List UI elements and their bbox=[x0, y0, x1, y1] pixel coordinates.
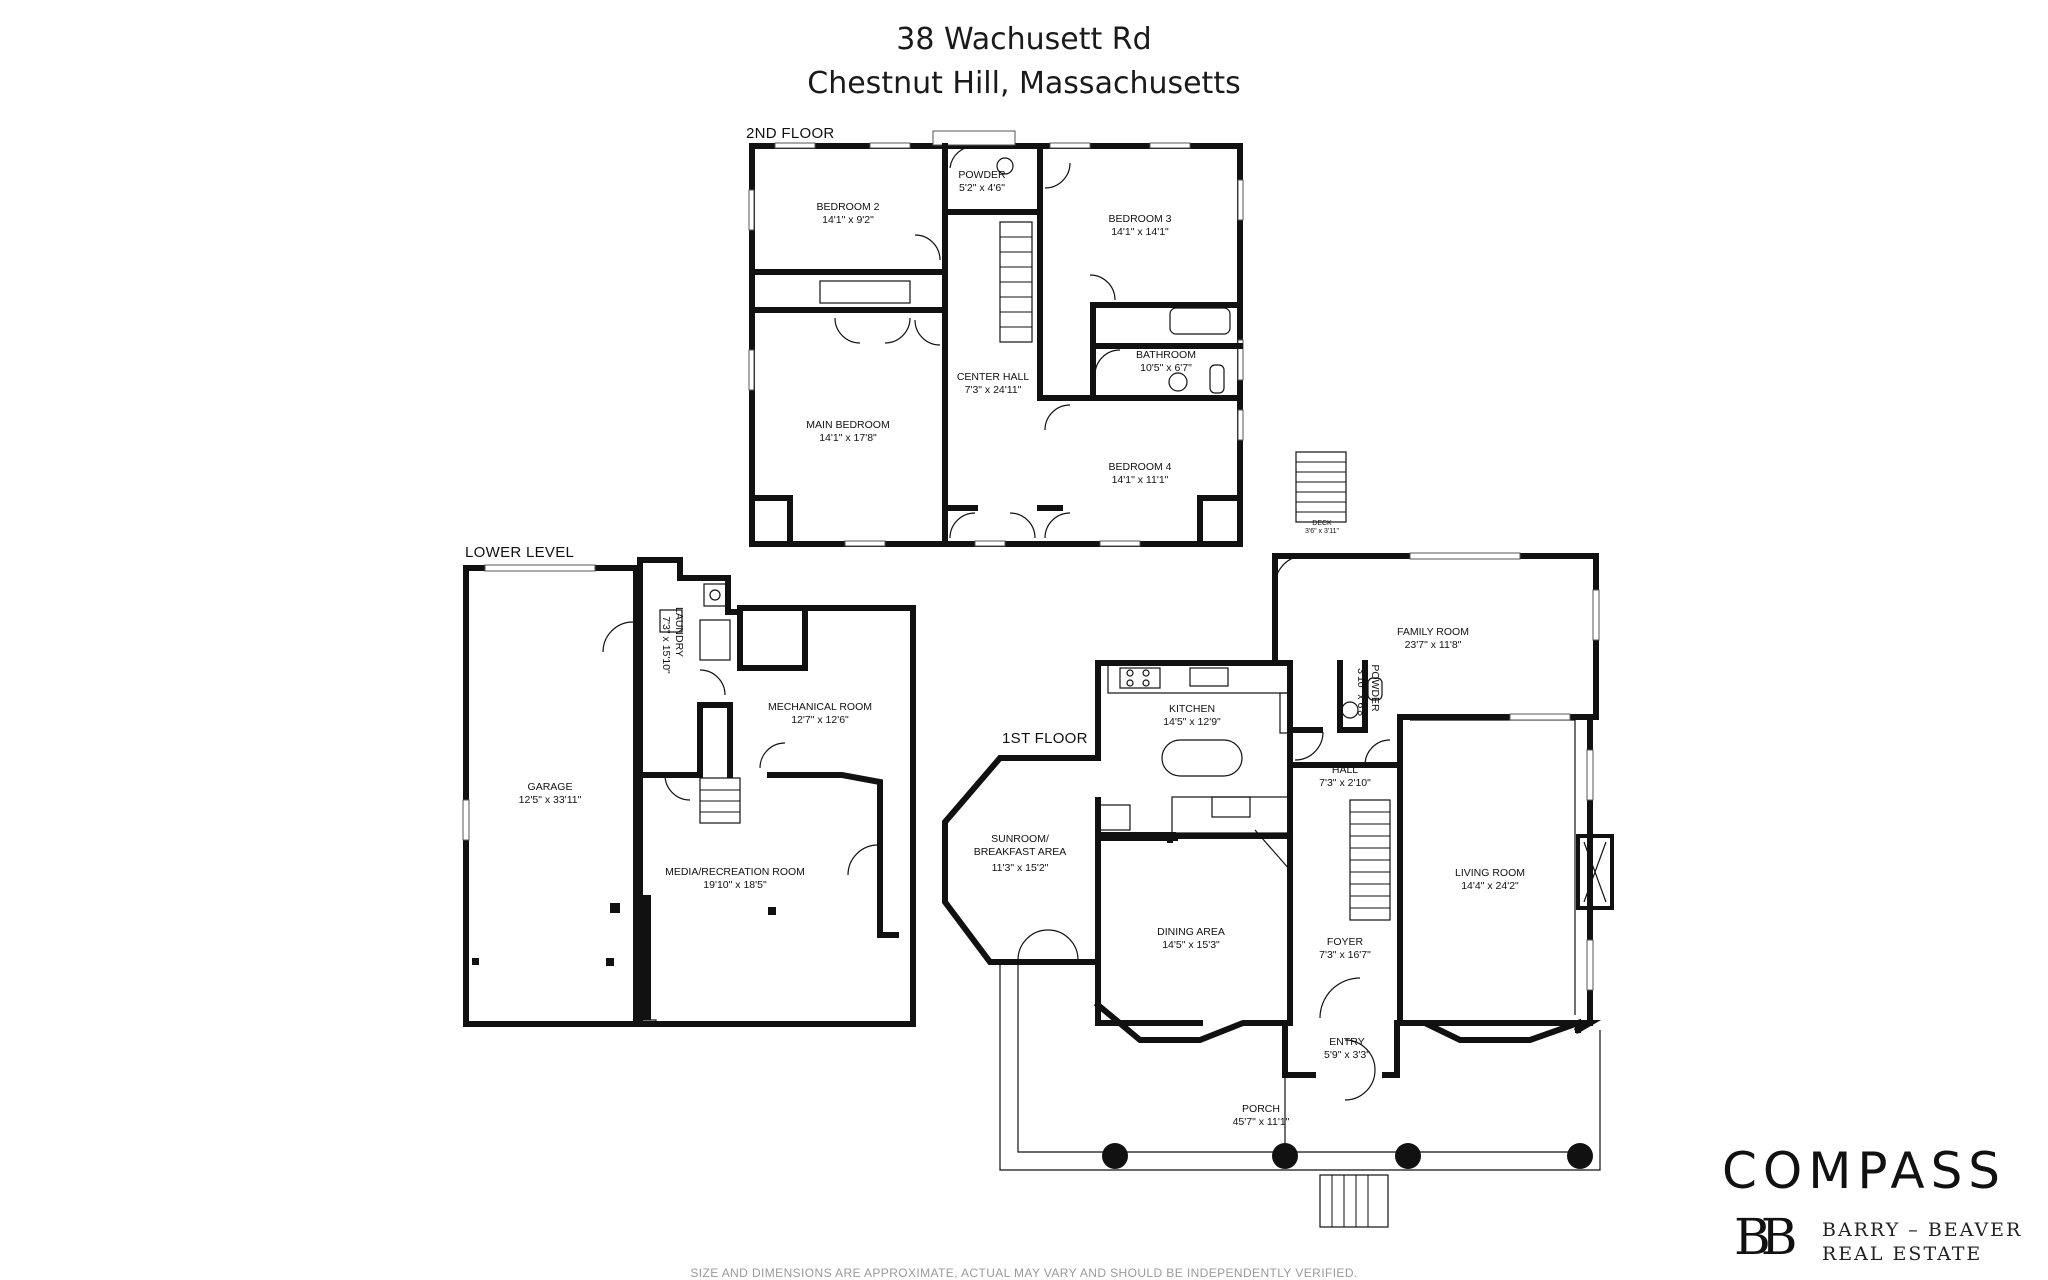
barry-beaver-line2: REAL ESTATE bbox=[1822, 1243, 1983, 1265]
first-floor-label: 1ST FLOOR bbox=[1002, 730, 1088, 747]
center-hall-stairs bbox=[999, 221, 1033, 343]
room-dim-kitchen: 14'5" x 12'9" bbox=[1163, 716, 1221, 728]
second-floor-label: 2ND FLOOR bbox=[746, 125, 835, 142]
room-name-porch: PORCH bbox=[1242, 1103, 1280, 1115]
room-name-mechanical: MECHANICAL ROOM bbox=[768, 701, 872, 713]
room-dim-laundry: 7'3" x 15'10" bbox=[660, 616, 672, 674]
room-dim-deck: 3'6" x 3'11" bbox=[1305, 528, 1339, 535]
room-dim-dining: 14'5" x 15'3" bbox=[1162, 939, 1220, 951]
compass-logo: COMPASS bbox=[1722, 1142, 2007, 1200]
room-name-media: MEDIA/RECREATION ROOM bbox=[665, 866, 805, 878]
room-name-bedroom4: BEDROOM 4 bbox=[1108, 461, 1171, 473]
room-name-main-bedroom: MAIN BEDROOM bbox=[806, 419, 889, 431]
room-name-deck: DECK bbox=[1312, 520, 1332, 527]
room-name-sunroom-1: SUNROOM/ bbox=[991, 833, 1049, 845]
room-name-living: LIVING ROOM bbox=[1455, 867, 1525, 879]
room-dim-bedroom3: 14'1" x 14'1" bbox=[1111, 226, 1169, 238]
room-dim-entry: 5'9" x 3'3" bbox=[1324, 1049, 1370, 1061]
room-dim-main-bedroom: 14'1" x 17'8" bbox=[819, 432, 877, 444]
room-dim-bedroom4: 14'1" x 11'1" bbox=[1112, 474, 1169, 486]
first-floor: 1ST FLOOR DECK 3'6" x 3'11" bbox=[942, 451, 1614, 1228]
room-name-bathroom: BATHROOM bbox=[1136, 349, 1196, 361]
room-name-entry: ENTRY bbox=[1329, 1036, 1364, 1048]
room-name-garage: GARAGE bbox=[528, 781, 573, 793]
room-dim-bathroom: 10'5" x 6'7" bbox=[1140, 362, 1192, 374]
address-line-2: Chestnut Hill, Massachusetts bbox=[807, 66, 1241, 101]
lower-stairs bbox=[699, 777, 741, 824]
room-dim-sunroom: 11'3" x 15'2" bbox=[992, 862, 1049, 874]
room-name-powder2: POWDER bbox=[958, 169, 1006, 181]
room-name-hall: HALL bbox=[1332, 764, 1358, 776]
room-name-sunroom-2: BREAKFAST AREA bbox=[974, 846, 1067, 858]
room-dim-powder1: 3'10" x 6'8" bbox=[1355, 668, 1367, 720]
room-dim-family: 23'7" x 11'8" bbox=[1405, 639, 1462, 651]
lower-level: LOWER LEVEL bbox=[462, 544, 916, 1027]
porch-outline bbox=[999, 962, 1601, 1171]
room-dim-garage: 12'5" x 33'11" bbox=[519, 794, 582, 806]
room-dim-mechanical: 12'7" x 12'6" bbox=[791, 714, 849, 726]
room-dim-powder2: 5'2" x 4'6" bbox=[959, 182, 1005, 194]
room-name-powder1: POWDER bbox=[1369, 664, 1381, 712]
second-floor: 2ND FLOOR bbox=[746, 125, 1244, 547]
room-name-center-hall: CENTER HALL bbox=[957, 371, 1030, 383]
room-name-foyer: FOYER bbox=[1327, 936, 1364, 948]
room-dim-foyer: 7'3" x 16'7" bbox=[1319, 949, 1371, 961]
disclaimer: SIZE AND DIMENSIONS ARE APPROXIMATE, ACT… bbox=[690, 1266, 1358, 1280]
room-name-laundry: LAUNDRY bbox=[673, 607, 685, 657]
room-dim-center-hall: 7'3" x 24'11" bbox=[965, 384, 1022, 396]
room-name-dining: DINING AREA bbox=[1157, 926, 1225, 938]
deck-stairs bbox=[1295, 451, 1347, 523]
room-name-bedroom2: BEDROOM 2 bbox=[816, 201, 879, 213]
lower-level-label: LOWER LEVEL bbox=[465, 544, 574, 561]
foyer-stairs bbox=[1349, 799, 1391, 921]
barry-beaver-wordmark: BARRY – BEAVER REAL ESTATE bbox=[1822, 1218, 2022, 1266]
bb-monogram: BB bbox=[1734, 1208, 1797, 1266]
room-dim-porch: 45'7" x 11'1" bbox=[1233, 1116, 1290, 1128]
room-dim-hall: 7'3" x 2'10" bbox=[1319, 777, 1371, 789]
room-name-kitchen: KITCHEN bbox=[1169, 703, 1215, 715]
room-dim-bedroom2: 14'1" x 9'2" bbox=[822, 214, 874, 226]
room-name-bedroom3: BEDROOM 3 bbox=[1108, 213, 1171, 225]
address-line-1: 38 Wachusett Rd bbox=[896, 22, 1152, 57]
room-name-family: FAMILY ROOM bbox=[1397, 626, 1469, 638]
barry-beaver-line1: BARRY – BEAVER bbox=[1822, 1219, 2023, 1241]
room-dim-living: 14'4" x 24'2" bbox=[1461, 880, 1519, 892]
room-dim-media: 19'10" x 18'5" bbox=[703, 879, 767, 891]
porch-stairs bbox=[1319, 1174, 1389, 1228]
kitchen-island bbox=[1161, 739, 1243, 777]
